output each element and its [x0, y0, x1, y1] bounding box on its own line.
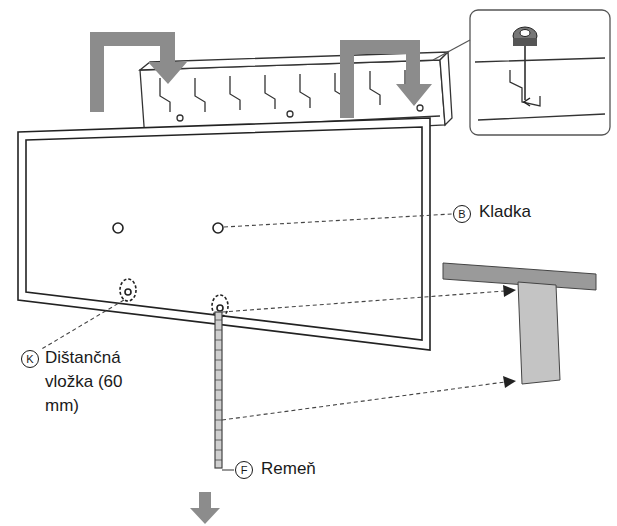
callout-letter: B: [453, 205, 471, 223]
table-stand: [443, 263, 596, 384]
tv-back: [18, 118, 430, 350]
leader-line: [40, 214, 505, 420]
part-name: Kladka: [479, 200, 599, 224]
callout-letter: F: [235, 461, 253, 479]
part-name: Remeň: [261, 457, 361, 481]
part-name: Dištančná vložka (60 mm): [45, 346, 143, 418]
strap: [215, 312, 222, 468]
next-step-arrow: [190, 492, 220, 524]
callout-letter: K: [21, 350, 39, 368]
arrow-head: [503, 285, 516, 388]
hook-arrow: [90, 32, 432, 118]
leader-line: [222, 469, 234, 470]
detail-inset: [433, 10, 610, 135]
